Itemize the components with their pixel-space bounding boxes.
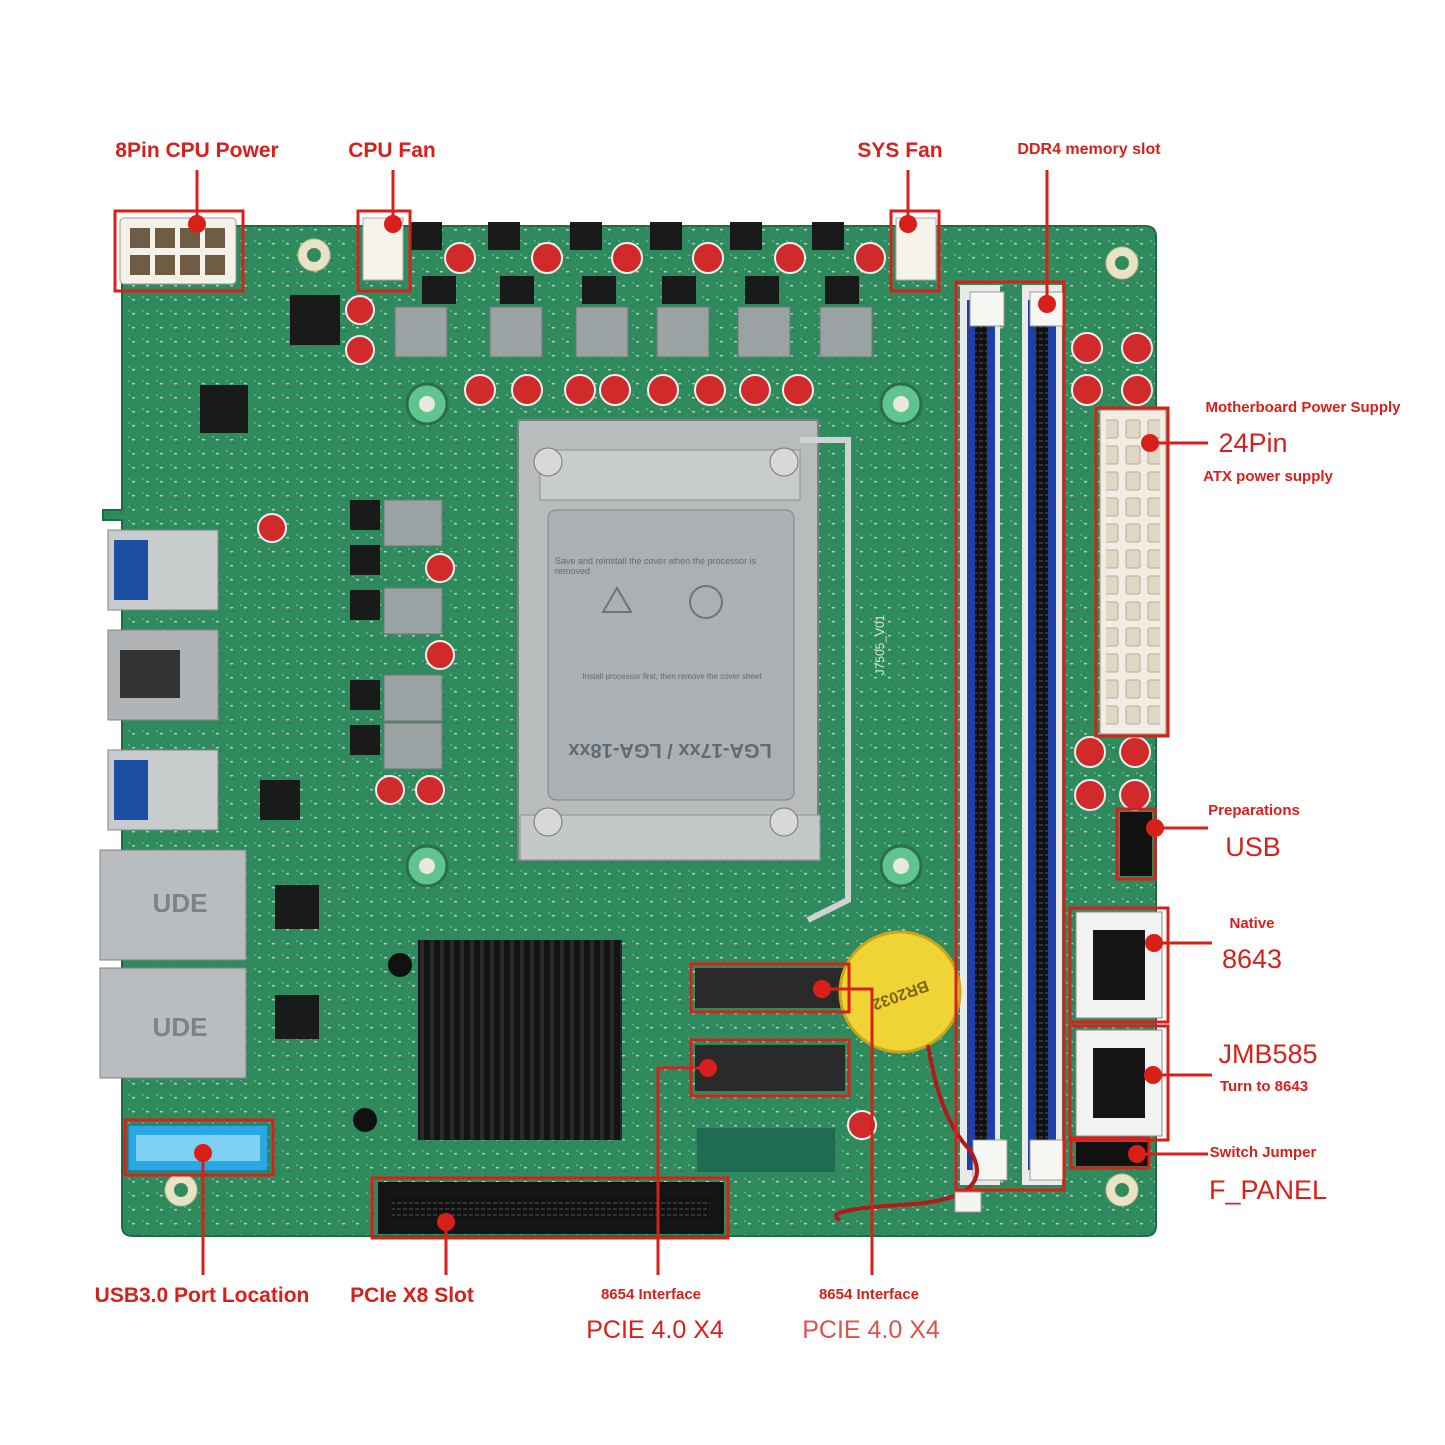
label-f-panel: F_PANEL	[1208, 1175, 1328, 1205]
label-8654-interface-1: 8654 Interface	[600, 1286, 702, 1303]
label-cpu-fan: CPU Fan	[348, 139, 436, 162]
label-8654-interface-2: 8654 Interface	[818, 1286, 920, 1303]
label-sys-fan: SYS Fan	[857, 139, 943, 162]
label-atx-supply: ATX power supply	[1203, 468, 1333, 485]
label-switch-jumper: Switch Jumper	[1209, 1144, 1317, 1161]
label-pcie40-x4-2: PCIE 4.0 X4	[802, 1316, 940, 1344]
label-usb30-port: USB3.0 Port Location	[94, 1284, 310, 1307]
board-model: J7505_V01	[873, 614, 887, 676]
label-turn-to-8643: Turn to 8643	[1219, 1078, 1309, 1095]
lan-brand-2: UDE	[152, 1012, 208, 1042]
capacitors	[257, 242, 1153, 1140]
lan-brand-1: UDE	[152, 888, 208, 918]
label-jmb585: JMB585	[1218, 1039, 1318, 1069]
label-cpu-power: 8Pin CPU Power	[115, 139, 279, 162]
socket-model-label: LGA-17xx / LGA-18xx	[568, 739, 772, 761]
label-mb-power: Motherboard Power Supply	[1205, 399, 1401, 416]
cover-save-note: Save and reinstall the cover when the pr…	[555, 556, 757, 576]
label-ddr4-slot: DDR4 memory slot	[1017, 141, 1161, 158]
label-8643: 8643	[1221, 944, 1283, 974]
cover-install-note: Install processor first, then remove the…	[582, 672, 762, 681]
label-native: Native	[1229, 915, 1275, 932]
label-24pin: 24Pin	[1218, 428, 1288, 458]
label-preparations: Preparations	[1208, 802, 1300, 819]
label-pcie-x8-slot: PCIe X8 Slot	[350, 1284, 474, 1307]
label-pcie40-x4-1: PCIE 4.0 X4	[586, 1316, 724, 1344]
label-usb: USB	[1225, 832, 1281, 862]
